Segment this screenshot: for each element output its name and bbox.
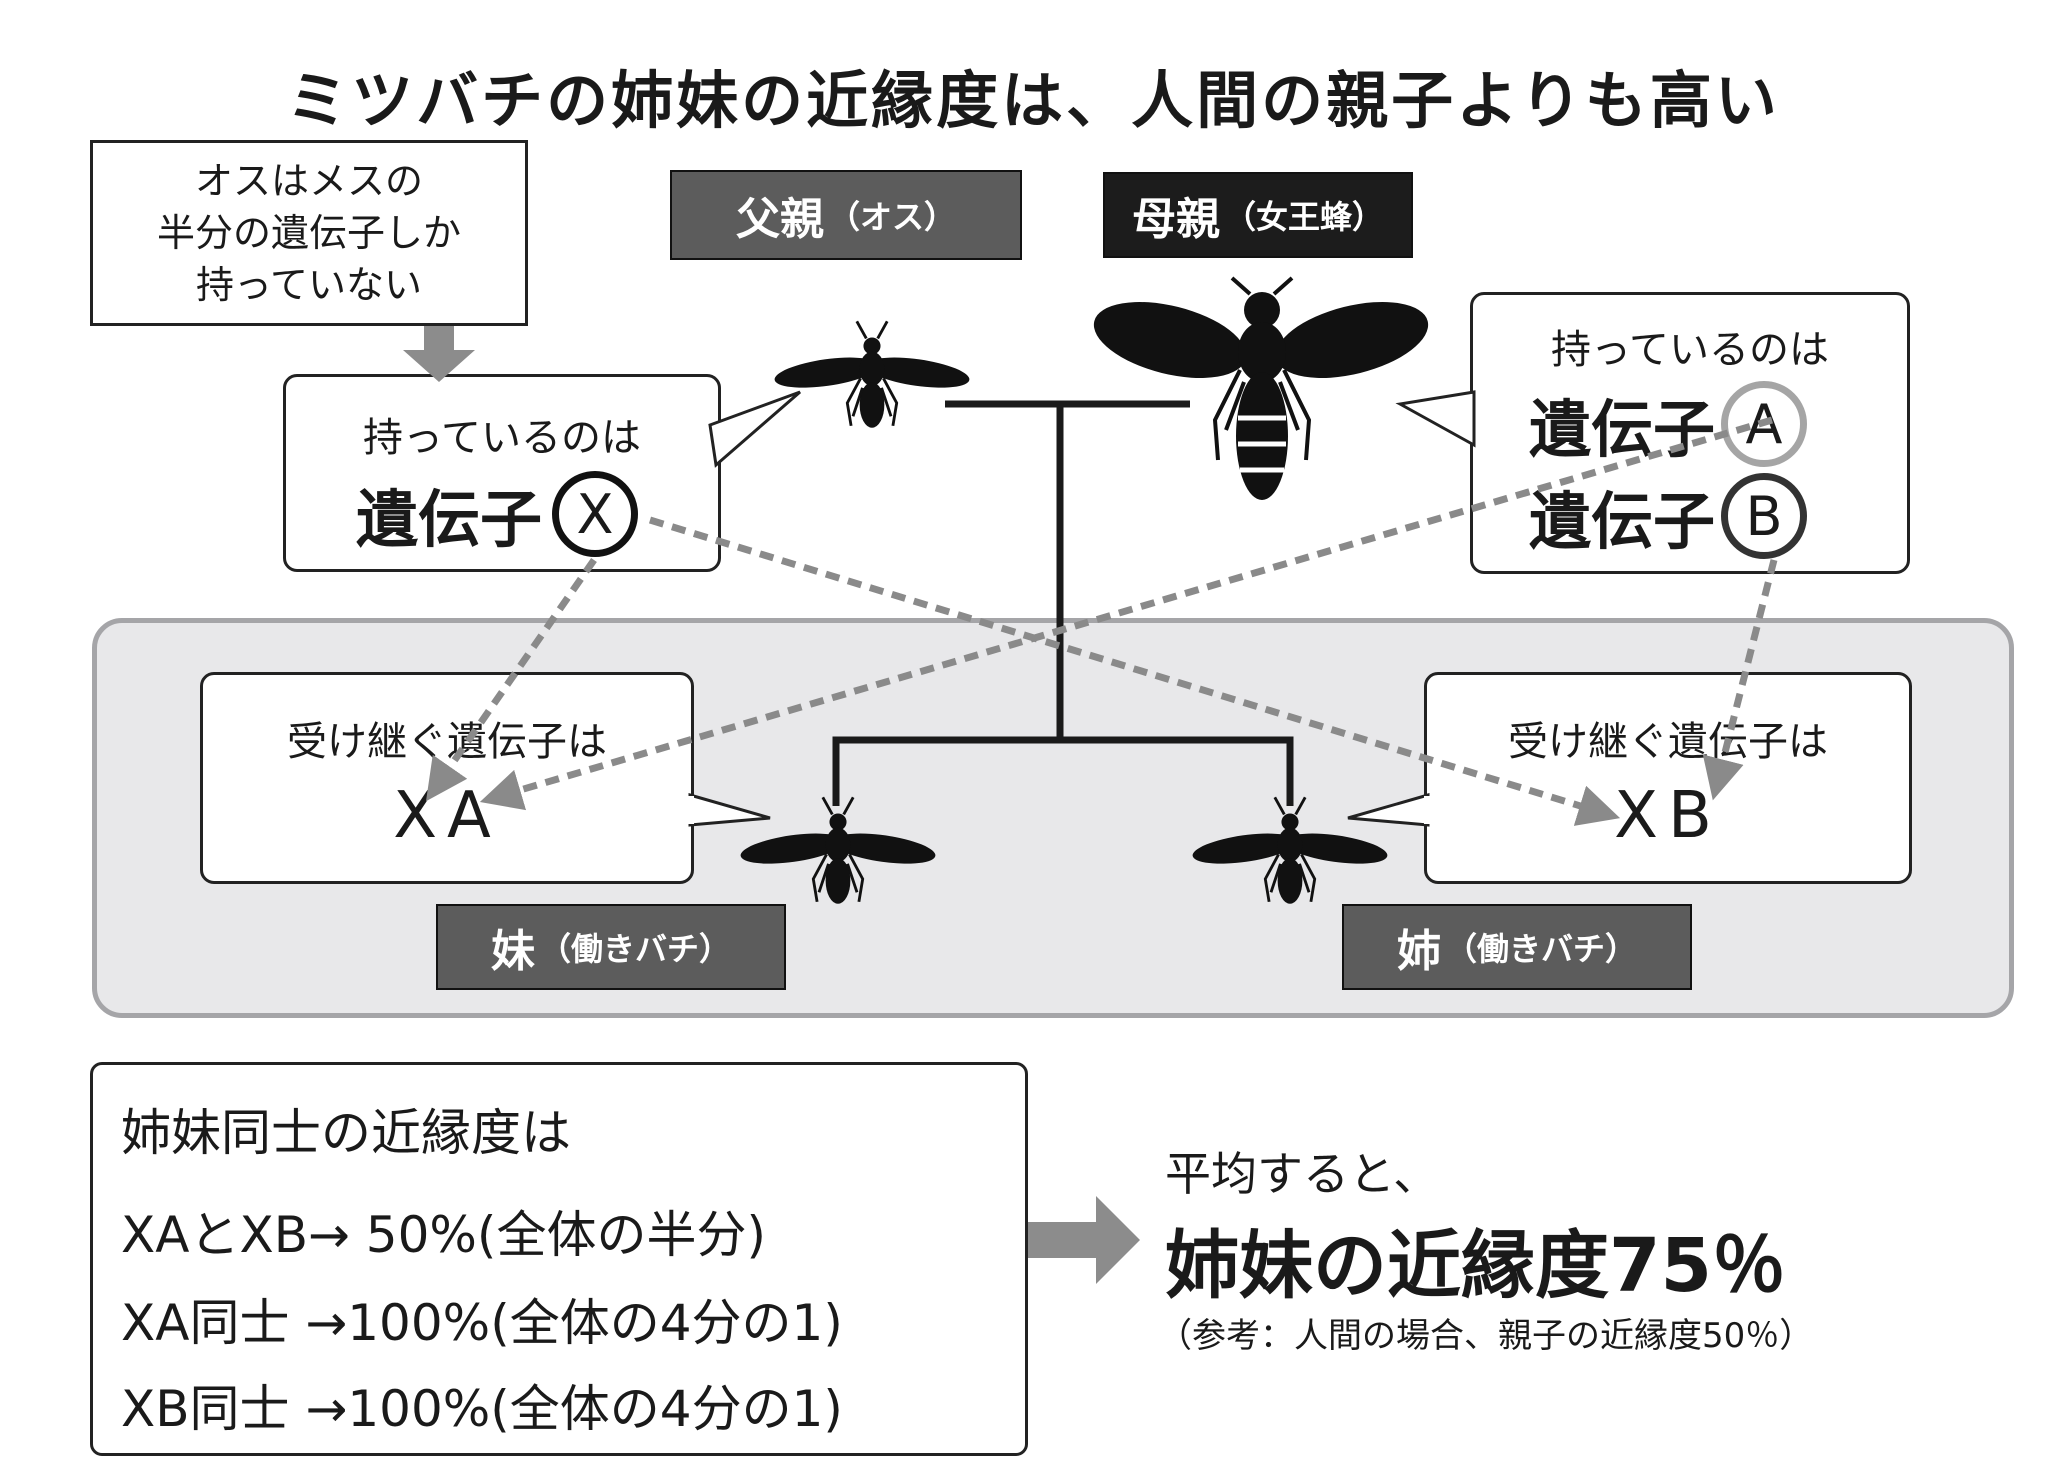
summary-heading: 姉妹同士の近縁度は xyxy=(121,1104,571,1162)
gene-b-circle: B xyxy=(1721,473,1808,559)
mother-gene-a-text: 遺伝子 xyxy=(1529,393,1716,466)
arrow-b-to-older xyxy=(1702,559,1778,801)
note-line-3: 持っていない xyxy=(195,263,423,307)
father-bubble-line1: 持っているのは xyxy=(363,415,641,461)
father-label: 父親（オス） xyxy=(670,170,1022,260)
mother-label: 母親（女王蜂） xyxy=(1103,172,1413,258)
younger-label-text: 妹 xyxy=(490,926,535,977)
inheritance-arrows xyxy=(425,416,1778,826)
summary-row-3: XB同士 →100%(全体の4分の1) xyxy=(121,1380,843,1438)
older-sister-bubble: 受け継ぐ遺伝子は XB xyxy=(1424,672,1912,884)
older-label-text: 姉 xyxy=(1396,926,1441,977)
father-bee-icon xyxy=(771,319,973,430)
mother-label-sub: （女王蜂） xyxy=(1223,198,1384,236)
mother-label-text: 母親 xyxy=(1131,194,1220,245)
note-box: オスはメスの 半分の遺伝子しか 持っていない xyxy=(90,140,528,326)
result-line-3: （参考：人間の場合、親子の近縁度50％） xyxy=(1158,1316,1814,1356)
note-line-2: 半分の遺伝子しか xyxy=(156,211,461,255)
mother-bubble-line1: 持っているのは xyxy=(1551,327,1829,373)
summary-row-1: XAとXB→ 50%(全体の半分) xyxy=(121,1206,766,1264)
older-bubble-line1: 受け継ぐ遺伝子は xyxy=(1508,719,1828,765)
bubble-tails xyxy=(688,390,1476,827)
father-label-text: 父親 xyxy=(735,194,824,245)
page-title: ミツバチの姉妹の近縁度は、人間の親子よりも高い xyxy=(286,64,1780,137)
arrow-x-to-younger xyxy=(425,557,597,802)
father-gene-text: 遺伝子 xyxy=(356,483,543,556)
note-line-1: オスはメスの xyxy=(194,159,423,203)
older-sister-label: 姉（働きバチ） xyxy=(1342,904,1692,990)
father-label-sub: （オス） xyxy=(827,198,956,236)
summary-box: 姉妹同士の近縁度は XAとXB→ 50%(全体の半分) XA同士 →100%(全… xyxy=(90,1062,1028,1456)
father-gene-bubble: 持っているのは 遺伝子 X xyxy=(283,374,721,572)
mother-gene-b-text: 遺伝子 xyxy=(1529,485,1716,558)
older-genes: XB xyxy=(1614,779,1722,853)
arrow-x-to-older xyxy=(648,516,1621,826)
gene-x-circle: X xyxy=(552,471,639,557)
mother-bee-icon xyxy=(1093,276,1429,500)
younger-sister-bee-icon xyxy=(737,795,939,906)
note-down-arrow xyxy=(403,326,475,382)
younger-sister-label: 妹（働きバチ） xyxy=(436,904,786,990)
result-line-1: 平均すると、 xyxy=(1165,1147,1440,1201)
result-line-2: 姉妹の近縁度75％ xyxy=(1165,1223,1786,1309)
older-label-sub: （働きバチ） xyxy=(1444,930,1637,968)
younger-label-sub: （働きバチ） xyxy=(538,930,731,968)
arrow-a-to-younger xyxy=(479,416,1773,811)
family-tree-lines xyxy=(832,400,1294,806)
summary-row-2: XA同士 →100%(全体の4分の1) xyxy=(121,1294,843,1352)
result-arrow xyxy=(1028,1196,1140,1284)
